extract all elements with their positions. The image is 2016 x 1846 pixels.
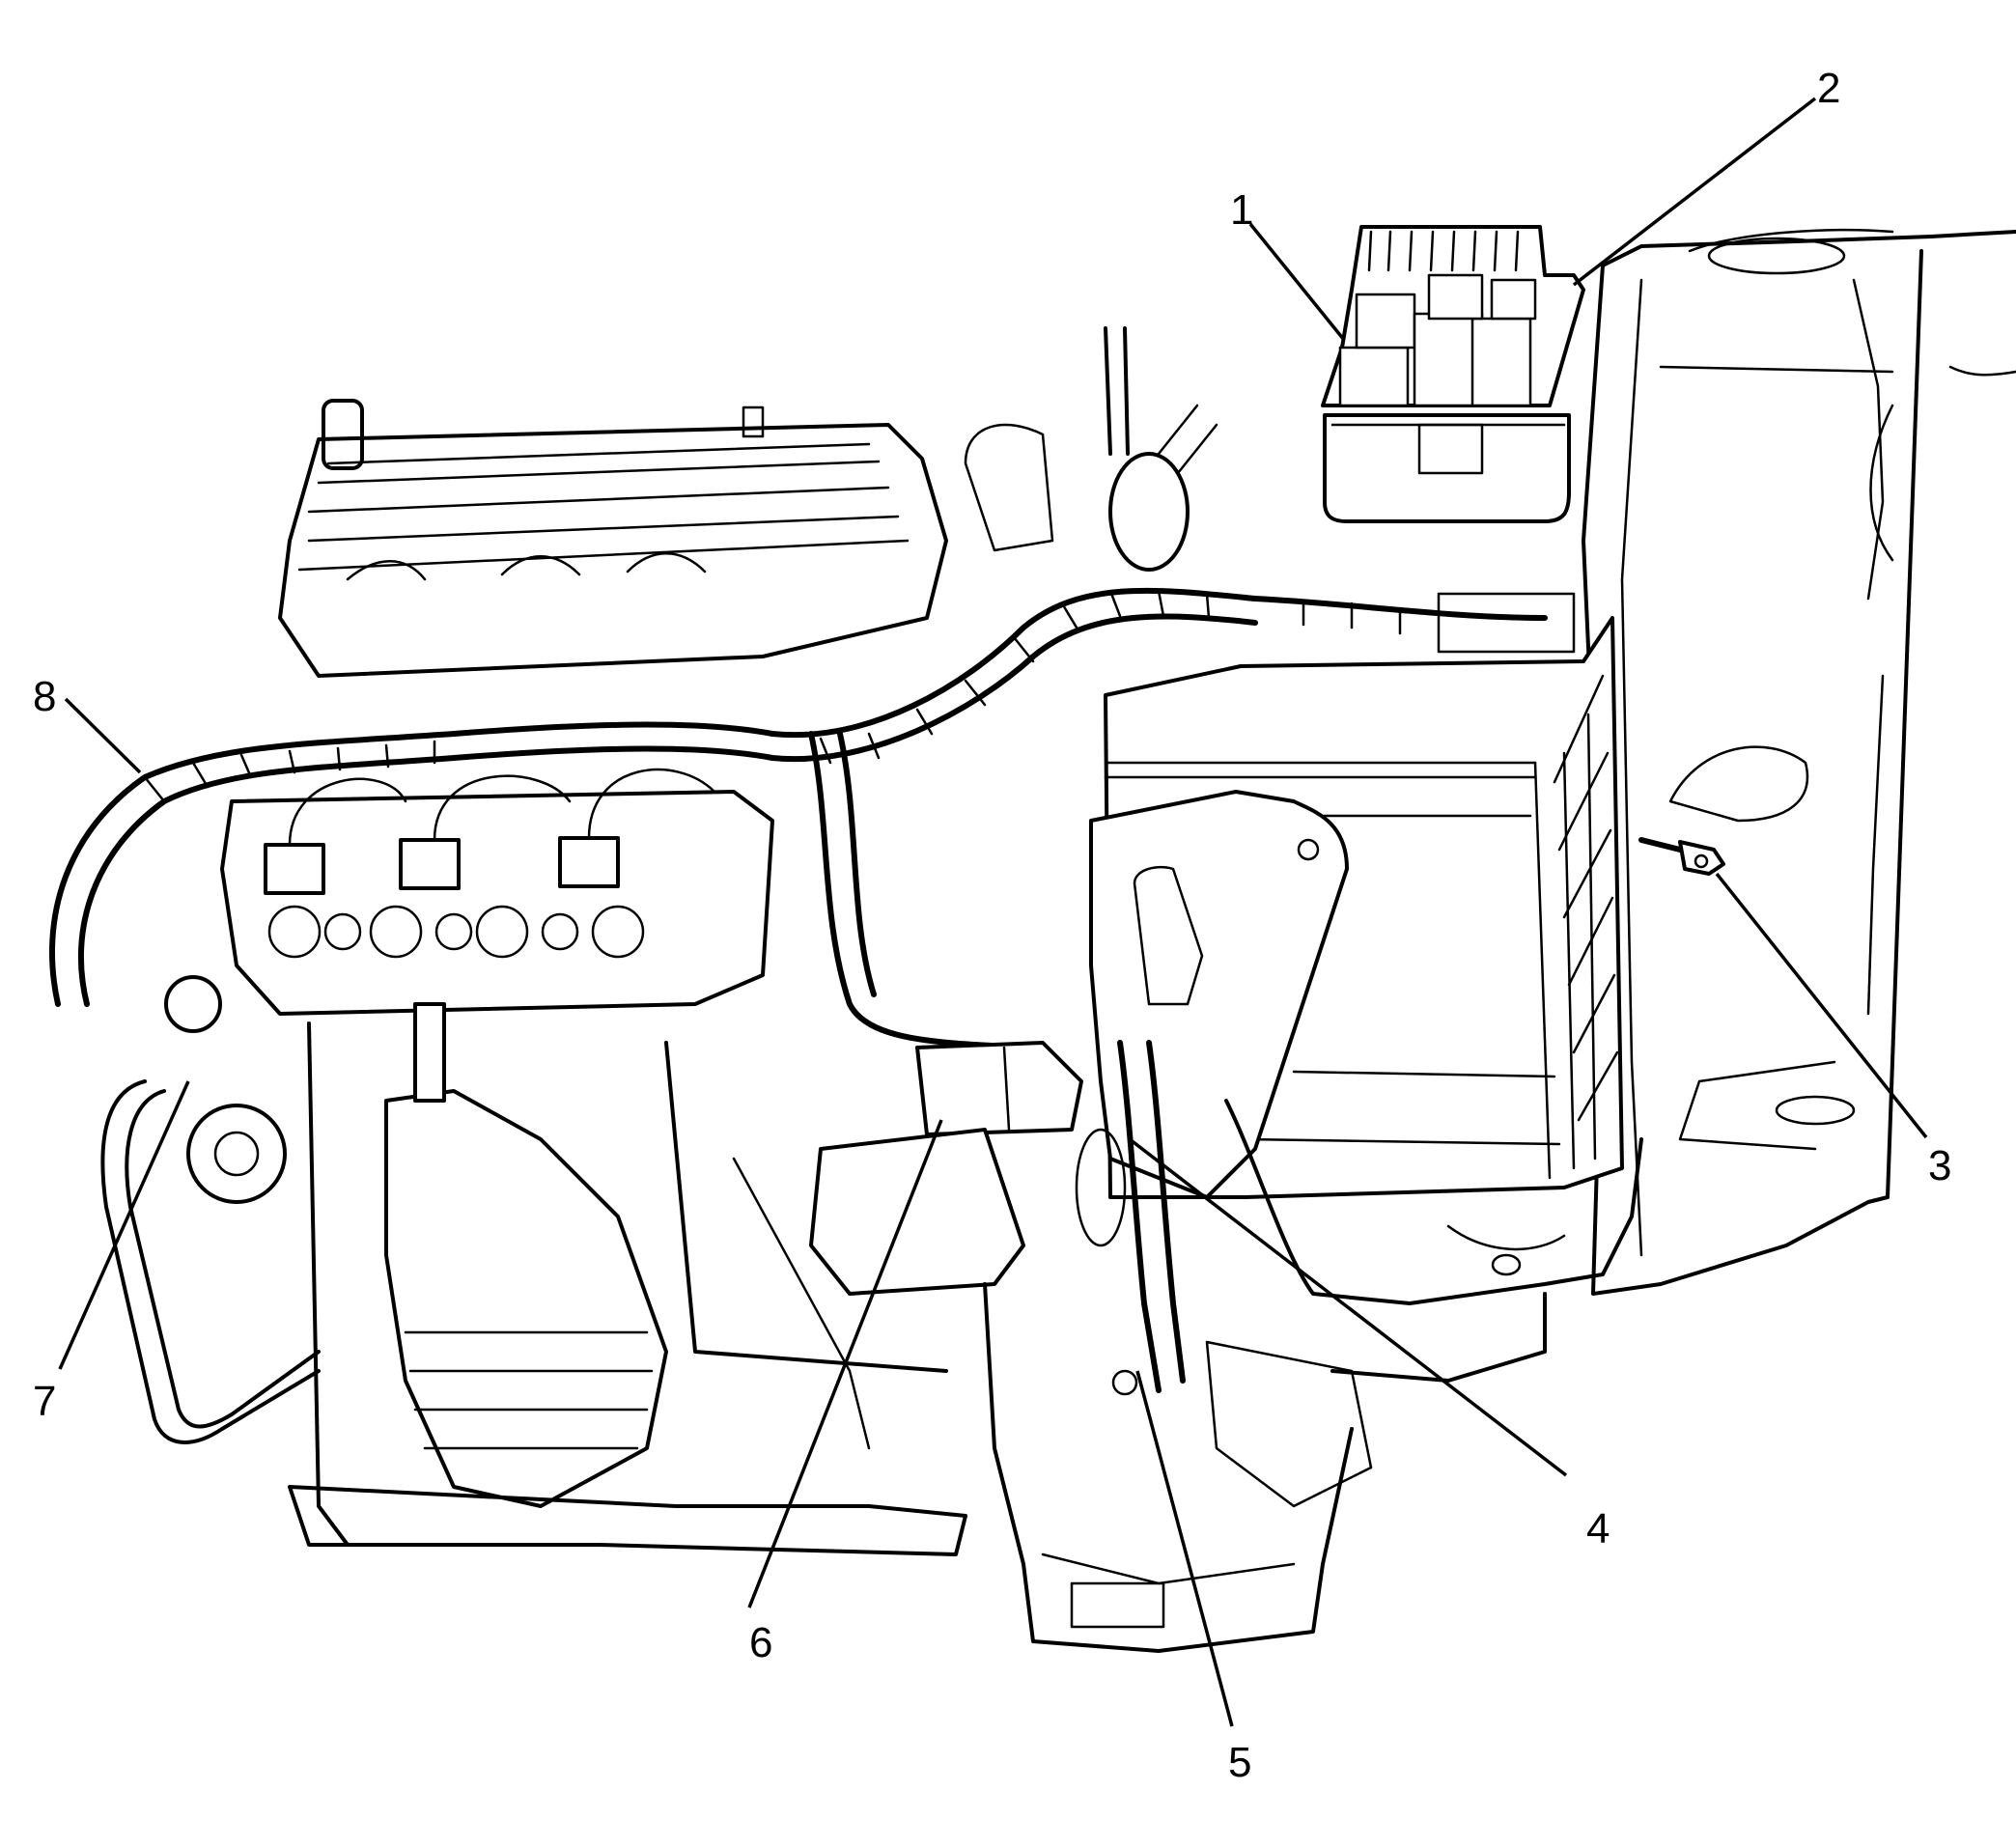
callout-leader-lines — [58, 97, 1928, 1727]
accessory-drive-belt — [100, 975, 321, 1444]
leader-6 — [747, 1119, 943, 1608]
fuse-relay-block — [1321, 225, 1585, 523]
callout-5: 5 — [1228, 1739, 1252, 1786]
body-panel — [1582, 228, 2016, 1296]
callout-1: 1 — [1230, 186, 1254, 234]
callout-2: 2 — [1817, 65, 1841, 112]
leader-5 — [1135, 1370, 1234, 1727]
starter-motor — [809, 1041, 1127, 1296]
valve-cover — [220, 768, 774, 1016]
callout-7: 7 — [33, 1378, 57, 1425]
leader-7 — [58, 1080, 190, 1370]
transaxle — [983, 1282, 1547, 1653]
leader-2 — [1572, 97, 1817, 287]
leader-3 — [1715, 872, 1928, 1139]
callout-6: 6 — [749, 1619, 773, 1666]
leader-8 — [64, 697, 142, 774]
engine-block — [307, 1021, 948, 1547]
leader-4 — [1128, 1137, 1568, 1477]
callout-4: 4 — [1586, 1505, 1610, 1552]
engine-wiring-harness — [49, 587, 1548, 1393]
ground-terminal — [1638, 837, 1725, 876]
intake-manifold-cover — [278, 399, 948, 678]
callout-8: 8 — [33, 673, 57, 720]
callout-3: 3 — [1928, 1142, 1952, 1189]
leader-1 — [1248, 222, 1346, 342]
exhaust-manifold-converter — [288, 1002, 967, 1556]
throttle-body — [964, 326, 1218, 572]
battery-tray — [1224, 1099, 1643, 1305]
